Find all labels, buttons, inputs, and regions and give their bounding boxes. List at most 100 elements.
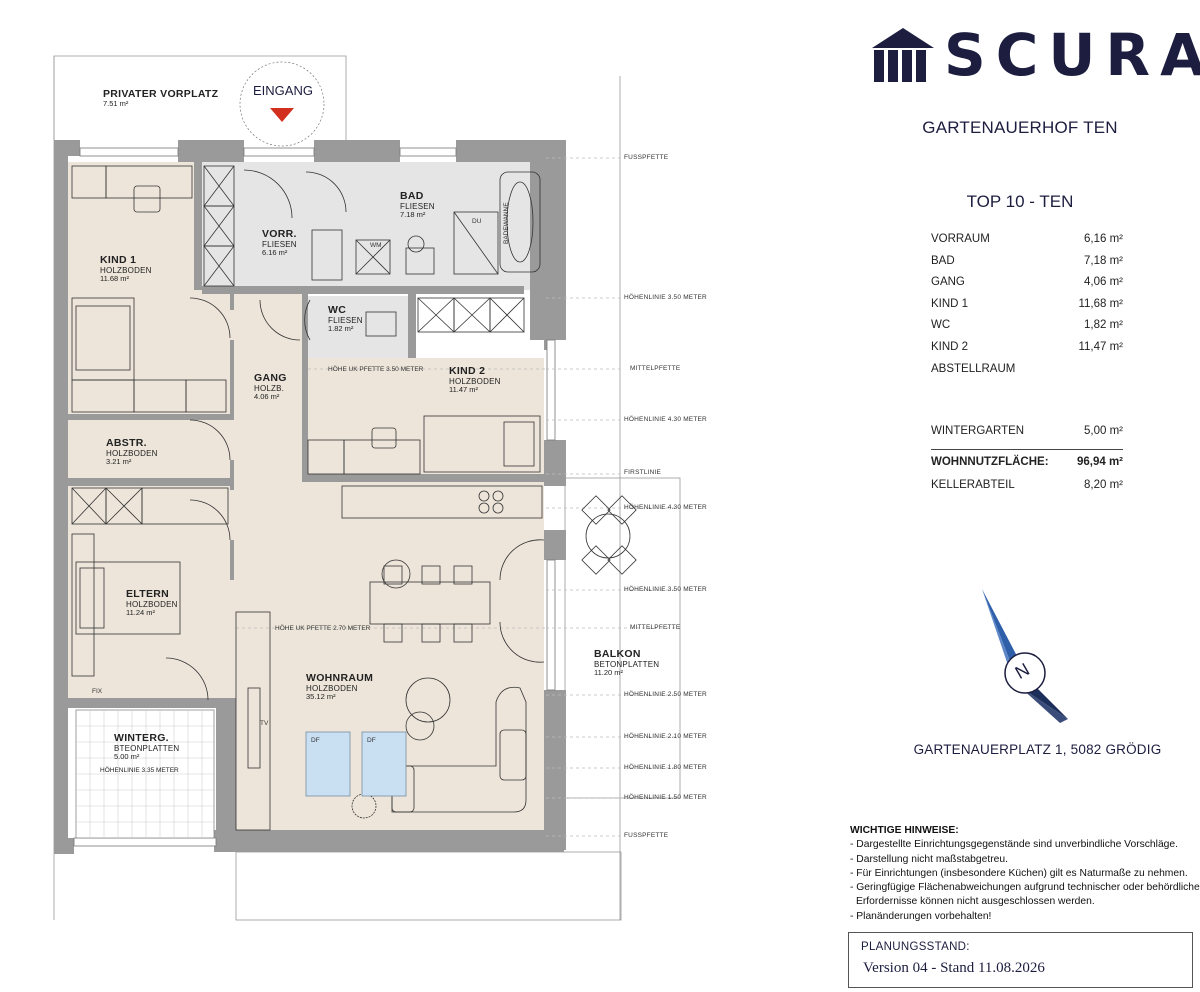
area-value: 7,18 m² (1084, 254, 1123, 267)
ref-hoehenlinie-180: HÖHENLINIE 1.80 METER (624, 764, 707, 771)
wintergarten-value: 5,00 m² (1084, 425, 1123, 437)
room-name: BAD (400, 190, 424, 202)
room-label-winterg: WINTERG. BTEONPLATTEN 5.00 m² HÖHENLINIE… (100, 732, 180, 774)
room-material: HOLZB. (254, 384, 285, 394)
ref-hoehenlinie-150: HÖHENLINIE 1.50 METER (624, 794, 707, 801)
area-value: 11,47 m² (1078, 340, 1123, 353)
total-row: WOHNNUTZFLÄCHE:96,94 m² (931, 453, 1123, 475)
room-material: FLIESEN (262, 240, 297, 250)
room-eltern-floor (68, 486, 232, 698)
room-material: FLIESEN (328, 316, 363, 326)
area-row: BAD 7,18 m² (931, 252, 1123, 274)
ref-fusspfette-top: FUSSPFETTE (624, 154, 669, 161)
room-label-vorr: VORR. FLIESEN 6.16 m² (262, 228, 297, 258)
ref-firstlinie: FIRSTLINIE (624, 469, 662, 476)
room-material: FLIESEN (400, 202, 435, 212)
room-name: ABSTR. (106, 437, 147, 449)
room-name: BALKON (594, 648, 641, 660)
room-area: 4.06 m² (254, 392, 280, 402)
hint-item: - Darstellung nicht maßstabgetreu. (850, 853, 1008, 865)
ref-hoehenlinie-250: HÖHENLINIE 2.50 METER (624, 691, 707, 698)
ref-hoehenlinie-350-a: HÖHENLINIE 3.50 METER (624, 294, 707, 301)
room-area: 11.24 m² (126, 608, 156, 618)
planning-status-box: PLANUNGSSTAND: Version 04 - Stand 11.08.… (848, 932, 1193, 988)
room-name: ELTERN (126, 588, 170, 600)
room-bad-floor (350, 162, 545, 290)
room-name: VORR. (262, 228, 297, 240)
room-kind2-floor (302, 358, 544, 480)
area-label: KIND 1 (931, 297, 969, 310)
north-compass: N (970, 585, 1080, 735)
room-label-abstr: ABSTR. HOLZBODEN 3.21 m² (106, 437, 158, 467)
room-area: 5.00 m² (114, 752, 140, 762)
room-label-gang: GANG HOLZB. 4.06 m² (254, 372, 287, 402)
brand-columns-icon (872, 28, 934, 82)
room-gang-floor (232, 290, 302, 480)
room-name: KIND 2 (449, 365, 486, 377)
room-label-vorplatz: PRIVATER VORPLATZ 7.51 m² (103, 88, 218, 109)
hints-title: WICHTIGE HINWEISE: (850, 825, 959, 836)
hint-item: - Für Einrichtungen (insbesondere Küchen… (850, 867, 1188, 879)
room-area: 11.47 m² (449, 385, 479, 395)
hint-item: - Dargestellte Einrichtungsgegenstände s… (850, 839, 1178, 851)
compass-needle-icon (982, 589, 1068, 723)
room-material: HOLZBODEN (306, 684, 358, 694)
hints: WICHTIGE HINWEISE: - Dargestellte Einric… (850, 824, 1200, 924)
room-material: HOLZBODEN (106, 449, 158, 459)
room-label-wohnraum: WOHNRAUM HOLZBODEN 35.12 m² (306, 672, 373, 702)
hint-item: - Geringfügige Flächenabweichungen aufgr… (850, 882, 1200, 894)
area-value: 1,82 m² (1084, 319, 1123, 332)
area-value: 4,06 m² (1084, 276, 1123, 289)
room-material: HOLZBODEN (126, 600, 178, 610)
area-label: KIND 2 (931, 340, 969, 353)
entrance-marker (239, 61, 325, 147)
area-label: VORRAUM (931, 233, 990, 245)
ref-hoehenlinie-210: HÖHENLINIE 2.10 METER (624, 733, 707, 740)
ref-fusspfette-bottom: FUSSPFETTE (624, 832, 669, 839)
room-label-wc: WC FLIESEN 1.82 m² (328, 304, 363, 334)
room-extra: HÖHENLINIE 3.35 METER (100, 766, 179, 774)
area-row: KIND 2 11,47 m² (931, 338, 1123, 360)
ref-hoehenlinie-430-b: HÖHENLINIE 4.30 METER (624, 504, 707, 511)
floor-plan-drawing (53, 55, 681, 921)
room-material: BETONPLATTEN (594, 660, 660, 670)
room-area: 6.16 m² (262, 248, 288, 258)
room-name: PRIVATER VORPLATZ (103, 88, 219, 100)
room-area: 35.12 m² (306, 692, 336, 702)
area-label: BAD (931, 254, 955, 267)
note-pfette-270: HÖHE UK PFETTE 2.70 METER (275, 625, 371, 632)
room-material: BTEONPLATTEN (114, 744, 180, 754)
room-name: WOHNRAUM (306, 672, 374, 684)
fixture-tv: TV (260, 720, 269, 727)
room-name: KIND 1 (100, 254, 137, 266)
room-area: 7.18 m² (400, 210, 426, 220)
wintergarten-tiles (75, 709, 215, 839)
brand-name: SCURA (944, 21, 1200, 89)
fixture-df-2: DF (367, 737, 376, 744)
keller-label: KELLERABTEIL (931, 479, 1015, 491)
total-value: 96,94 m² (1076, 456, 1123, 468)
room-area: 7.51 m² (103, 99, 129, 109)
room-name: WC (328, 304, 347, 316)
area-label: GANG (931, 276, 965, 289)
room-label-bad: BAD FLIESEN 7.18 m² (400, 190, 435, 220)
note-pfette-350: HÖHE UK PFETTE 3.50 METER (328, 366, 424, 373)
ref-hoehenlinie-350-b: HÖHENLINIE 3.50 METER (624, 586, 707, 593)
room-area: 3.21 m² (106, 457, 132, 467)
fixture-fix: FIX (92, 688, 103, 695)
fixture-df-1: DF (311, 737, 320, 744)
status-value: Version 04 - Stand 11.08.2026 (863, 960, 1045, 976)
area-label: ABSTELLRAUM (931, 362, 1016, 375)
fixture-badewanne: BADEWANNE (503, 202, 510, 244)
hint-item: - Planänderungen vorbehalten! (850, 910, 992, 922)
hint-item: Erfordernisse können nicht ausgeschlosse… (856, 896, 1095, 908)
room-name: GANG (254, 372, 287, 384)
unit-title: TOP 10 - TEN (966, 192, 1074, 211)
room-name: WINTERG. (114, 732, 169, 744)
